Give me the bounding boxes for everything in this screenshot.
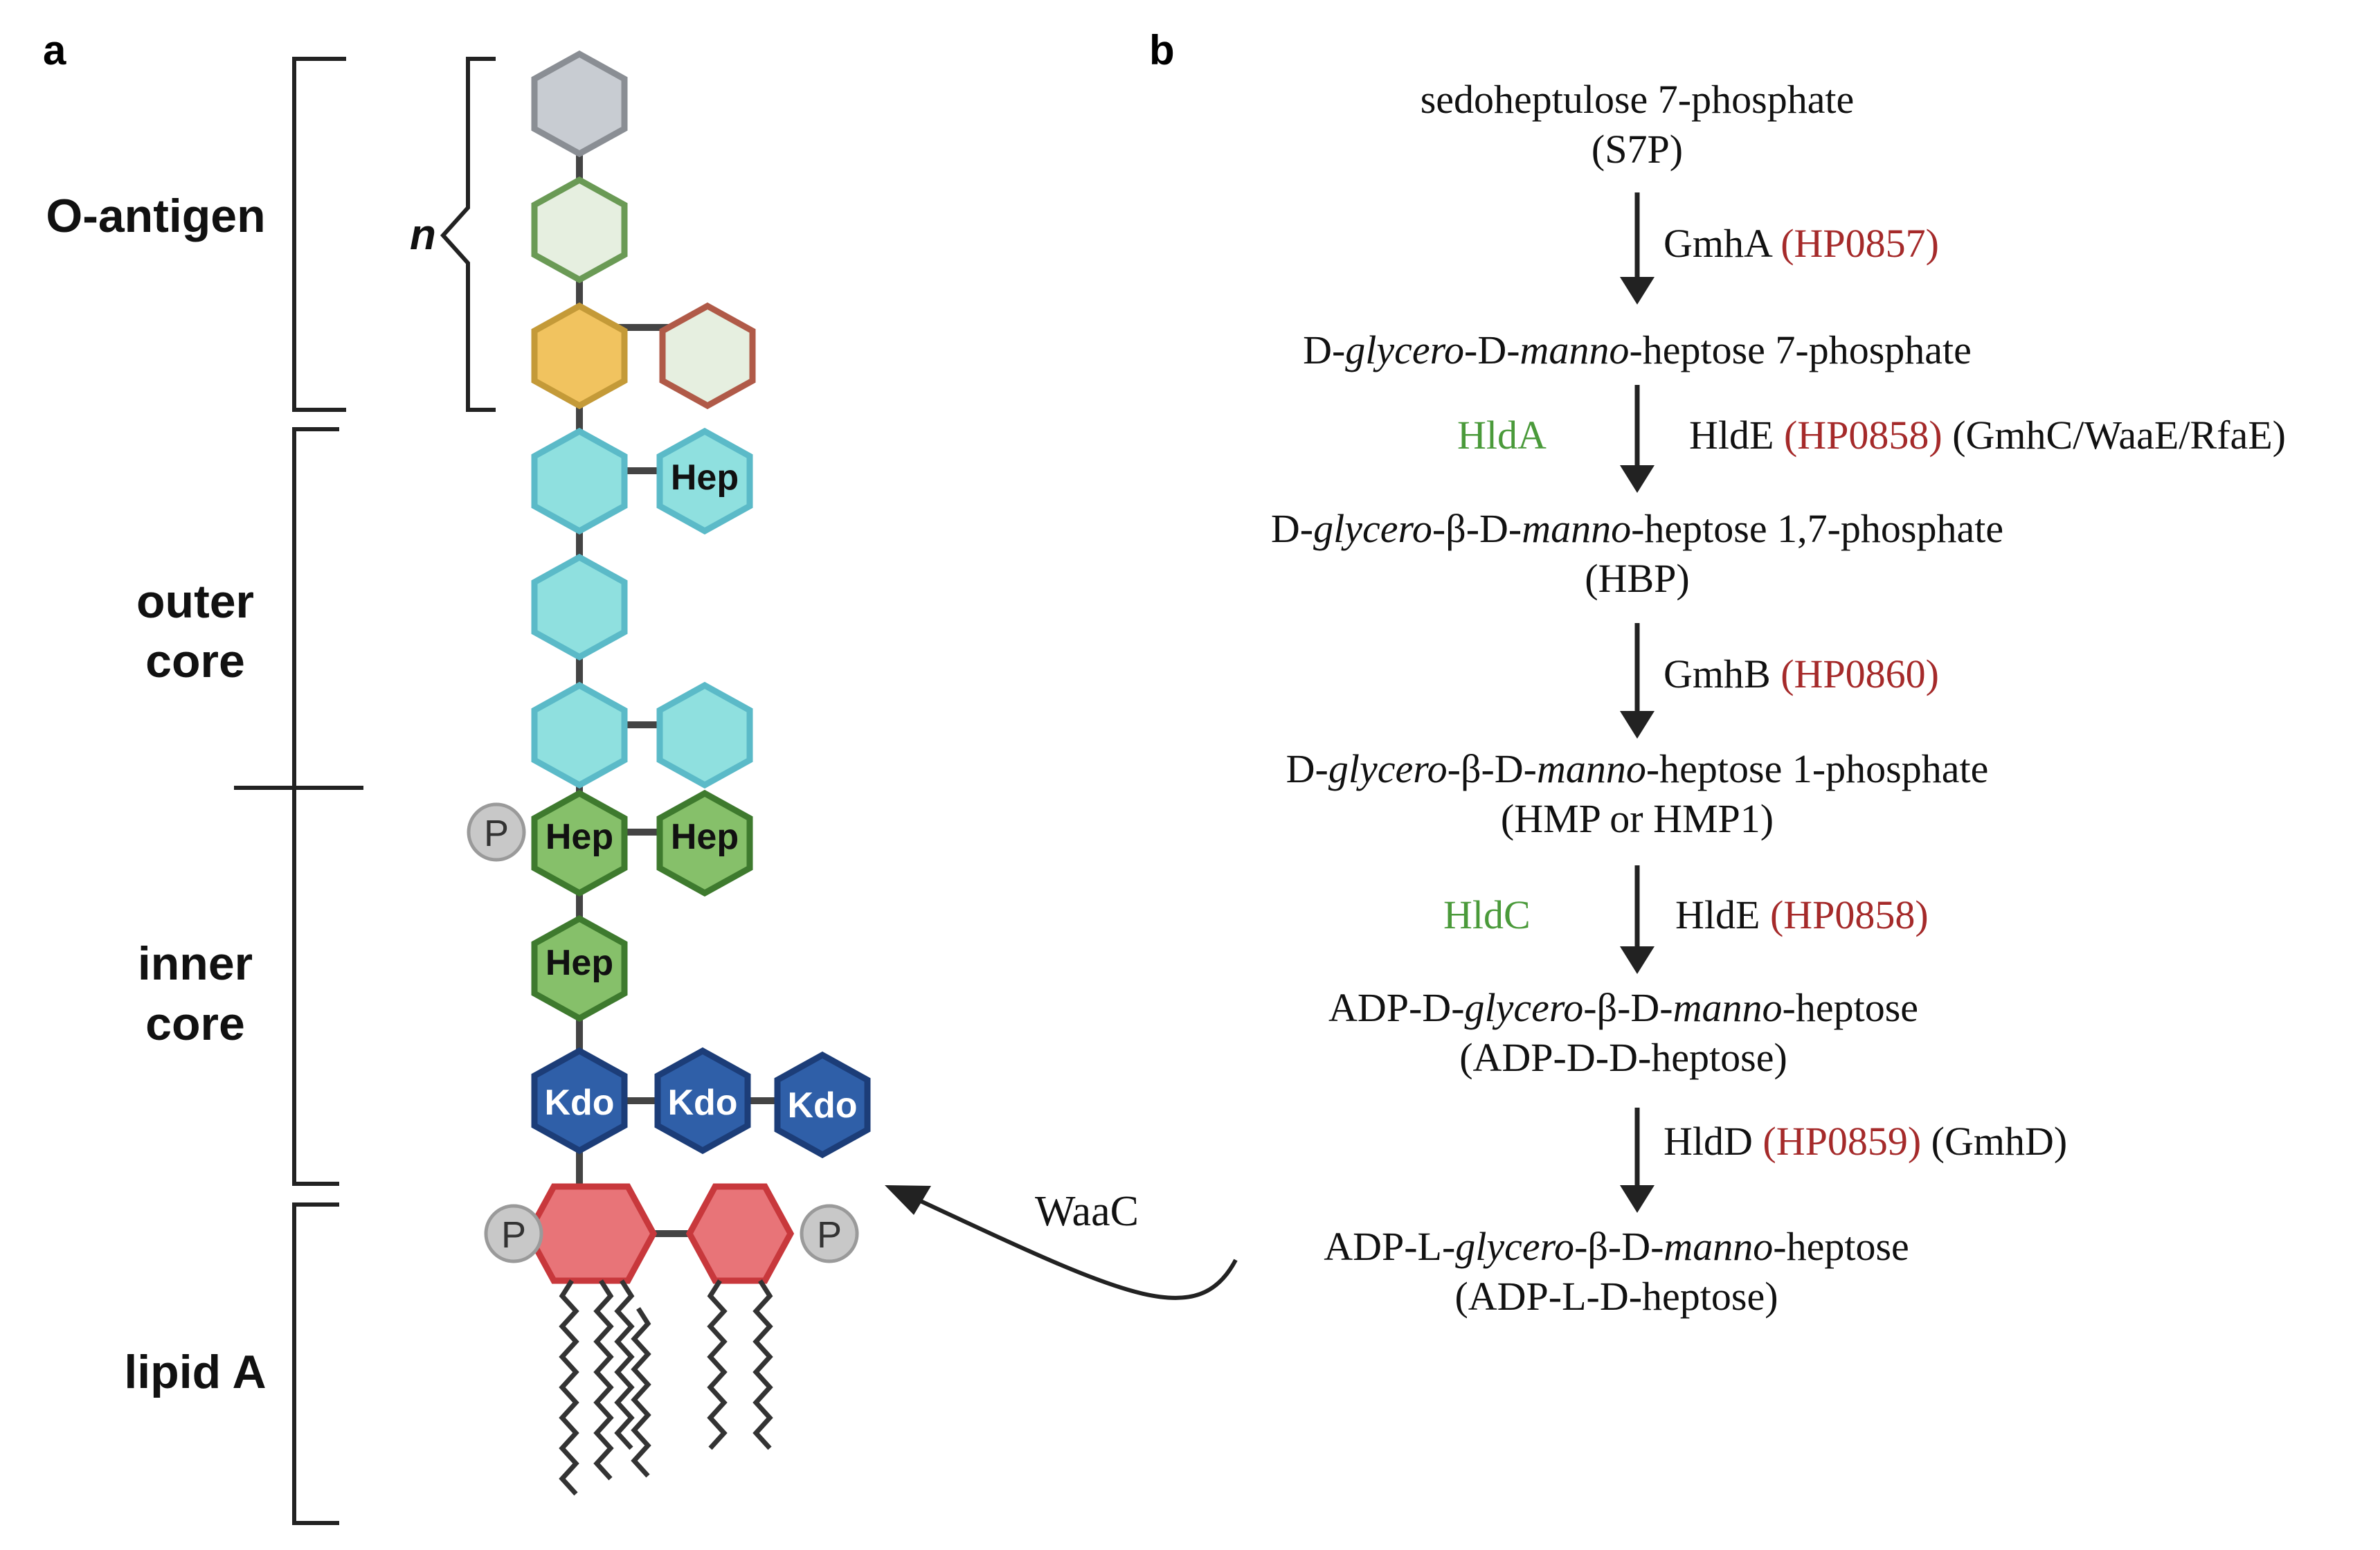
compound-name: ADP-L-glycero-β-D-manno-heptose bbox=[1324, 1224, 1909, 1269]
kdo-hexagon-1 bbox=[531, 1047, 628, 1155]
inner-core-hep-label-2: Hep bbox=[671, 817, 739, 857]
o-antigen-sugars bbox=[531, 50, 756, 410]
compound-name: D-glycero-β-D-manno-heptose 1,7-phosphat… bbox=[1270, 506, 2004, 551]
inner-core-hep-label-3: Hep bbox=[546, 943, 613, 983]
kdo-label-3: Kdo bbox=[787, 1085, 857, 1126]
compound-abbrev: (HBP) bbox=[1585, 556, 1690, 601]
panel-b-label: b bbox=[1149, 27, 1175, 73]
compound-hbp: D-glycero-β-D-manno-heptose 1,7-phosphat… bbox=[1108, 504, 2167, 604]
enzyme-locus: (HP0860) bbox=[1781, 651, 1939, 696]
lipid-a-phosphate-left-label: P bbox=[501, 1214, 526, 1256]
o-antigen-bracket bbox=[292, 57, 346, 412]
enzyme-synonyms: (GmhC/WaaE/RfaE) bbox=[1952, 413, 2286, 458]
outer-core-hep-hexagon bbox=[656, 427, 753, 535]
compound-s7p: sedoheptulose 7-phosphate (S7P) bbox=[1211, 75, 2063, 174]
panel-a-label: a bbox=[43, 27, 66, 73]
inner-core-phosphate-label: P bbox=[484, 813, 509, 854]
pathway-arrows bbox=[1620, 192, 1655, 1213]
kdo-hexagon-3 bbox=[774, 1051, 871, 1159]
compound-adp-d-d-heptose: ADP-D-glycero-β-D-manno-heptose (ADP-D-D… bbox=[1108, 983, 2139, 1083]
lipid-a-phosphate-right-label: P bbox=[817, 1214, 842, 1256]
outer-core-label-line1: outer bbox=[136, 575, 254, 628]
kdo-hexagon-2 bbox=[654, 1047, 751, 1155]
kdo-label-2: Kdo bbox=[667, 1083, 737, 1123]
inner-core-hep-hexagon-3 bbox=[531, 914, 628, 1022]
lipid-a-phosphate-right bbox=[800, 1204, 859, 1263]
enzyme-synonyms: (GmhD) bbox=[1931, 1119, 2068, 1164]
lipid-a: P P bbox=[484, 1183, 859, 1496]
enzyme-step-2-alt: HldA bbox=[1457, 413, 1547, 458]
acyl-chains bbox=[559, 1279, 773, 1496]
compound-name: D-glycero-D-manno-heptose 7-phosphate bbox=[1303, 327, 1972, 372]
waac-label: WaaC bbox=[1035, 1188, 1139, 1235]
enzyme-step-3: GmhB (HP0860) bbox=[1664, 651, 1939, 697]
panel-a: a O-antigen outer core inner core lipid … bbox=[43, 27, 871, 1525]
enzyme-name: HldD bbox=[1664, 1119, 1753, 1164]
o-antigen-side-hexagon bbox=[659, 302, 756, 410]
enzyme-name: GmhB bbox=[1664, 651, 1771, 696]
waac-transfer-arrow bbox=[885, 1185, 1238, 1300]
enzyme-step-2: HldE (HP0858) (GmhC/WaaE/RfaE) bbox=[1689, 412, 2286, 458]
compound-name: D-glycero-β-D-manno-heptose 1-phosphate bbox=[1286, 746, 1989, 791]
enzyme-step-4-alt: HldC bbox=[1443, 892, 1531, 937]
o-antigen-green-hexagon bbox=[531, 176, 628, 284]
enzyme-step-5: HldD (HP0859) (GmhD) bbox=[1664, 1118, 2067, 1164]
lipid-a-hexagon-2 bbox=[685, 1183, 795, 1284]
enzyme-locus: (HP0858) bbox=[1769, 892, 1929, 937]
outer-core-hexagon-2 bbox=[531, 553, 628, 661]
compound-abbrev: (ADP-D-D-heptose) bbox=[1459, 1035, 1787, 1080]
lipid-a-phosphate-left bbox=[484, 1204, 543, 1263]
inner-core-label-line1: inner bbox=[138, 937, 253, 990]
enzyme-locus: (HP0859) bbox=[1763, 1119, 1922, 1164]
compound-adp-l-d-heptose: ADP-L-glycero-β-D-manno-heptose (ADP-L-D… bbox=[1108, 1222, 2125, 1322]
lipid-a-label: lipid A bbox=[124, 1346, 266, 1398]
outer-core-sugars: Hep bbox=[531, 427, 753, 789]
inner-core-hep-hexagon-2 bbox=[656, 789, 753, 897]
o-antigen-grey-hexagon bbox=[531, 50, 628, 158]
inner-core-label-line2: core bbox=[145, 998, 245, 1050]
inner-core-phosphate bbox=[467, 802, 526, 862]
compound-abbrev: (ADP-L-D-heptose) bbox=[1454, 1274, 1778, 1319]
outer-core-hep-label: Hep bbox=[671, 458, 739, 498]
enzyme-name: HldE bbox=[1689, 413, 1774, 458]
o-antigen-orange-hexagon bbox=[531, 302, 628, 410]
repeat-n-label: n bbox=[410, 211, 436, 259]
compound-abbrev: (HMP or HMP1) bbox=[1500, 796, 1774, 841]
inner-core-sugars: P Hep Hep Hep Kdo Kdo Kdo bbox=[467, 789, 871, 1159]
enzyme-step-1: GmhA (HP0857) bbox=[1664, 220, 1939, 267]
outer-core-hexagon-3 bbox=[531, 681, 628, 789]
enzyme-name: HldE bbox=[1675, 892, 1760, 937]
compound-name: sedoheptulose 7-phosphate bbox=[1420, 77, 1855, 122]
kdo-label-1: Kdo bbox=[544, 1083, 614, 1123]
o-antigen-label: O-antigen bbox=[46, 190, 265, 242]
outer-core-side-hexagon bbox=[656, 681, 753, 789]
enzyme-step-4: HldE (HP0858) bbox=[1675, 892, 1929, 938]
panel-b: b WaaC bbox=[885, 27, 1655, 1300]
compound-hmp: D-glycero-β-D-manno-heptose 1-phosphate … bbox=[1108, 744, 2167, 844]
lipid-a-bracket bbox=[292, 1202, 339, 1525]
compound-heptose-7p: D-glycero-D-manno-heptose 7-phosphate bbox=[1108, 325, 2167, 375]
repeat-bracket bbox=[440, 57, 496, 412]
core-bracket bbox=[292, 427, 339, 1186]
outer-core-label-line2: core bbox=[145, 635, 245, 687]
outer-core-hexagon-1 bbox=[531, 427, 628, 535]
region-brackets bbox=[234, 57, 496, 1525]
inner-core-hep-label-1: Hep bbox=[546, 817, 613, 857]
enzyme-locus: (HP0857) bbox=[1781, 221, 1939, 266]
enzyme-locus: (HP0858) bbox=[1783, 413, 1942, 458]
inner-core-hep-hexagon-1 bbox=[531, 789, 628, 897]
compound-abbrev: (S7P) bbox=[1591, 127, 1684, 172]
enzyme-name: GmhA bbox=[1664, 221, 1771, 266]
compound-name: ADP-D-glycero-β-D-manno-heptose bbox=[1328, 985, 1919, 1030]
